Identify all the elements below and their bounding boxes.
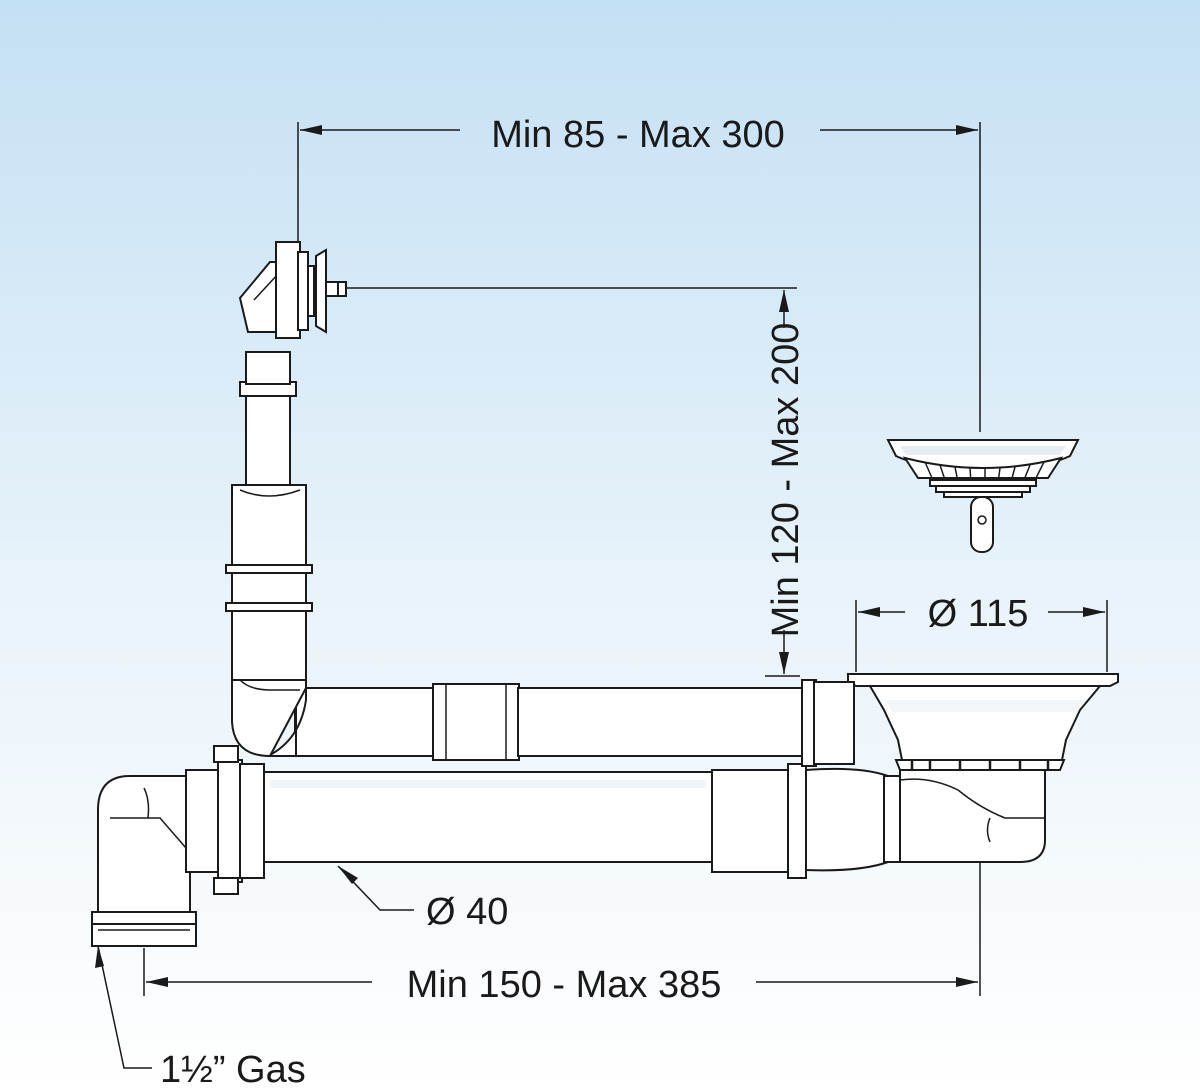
pipe-diameter-callout: Ø 40 [337,865,508,933]
strainer-diameter-label: Ø 115 [928,593,1029,635]
overflow-horizontal-pipe [294,679,855,767]
outlet-thread-callout: 1½” Gas [95,945,306,1090]
top-width-label: Min 85 - Max 300 [491,114,785,156]
sink-outlet-body [847,673,1119,863]
outlet-elbow [91,745,265,947]
strainer-basket [886,439,1080,553]
dimension-bottom-width: Min 150 - Max 385 [143,860,981,1006]
dimension-strainer-diameter: Ø 115 [855,593,1108,672]
vertical-height-label: Min 120 - Max 200 [765,323,807,638]
outlet-thread-label: 1½” Gas [160,1049,306,1090]
overflow-riser [225,241,347,758]
dimension-top-width: Min 85 - Max 300 [297,114,981,432]
bottom-width-label: Min 150 - Max 385 [407,964,722,1006]
dimension-vertical-height: Min 120 - Max 200 [345,287,807,677]
bottom-drain-pipe [261,763,901,879]
pipe-diameter-label: Ø 40 [426,891,508,933]
